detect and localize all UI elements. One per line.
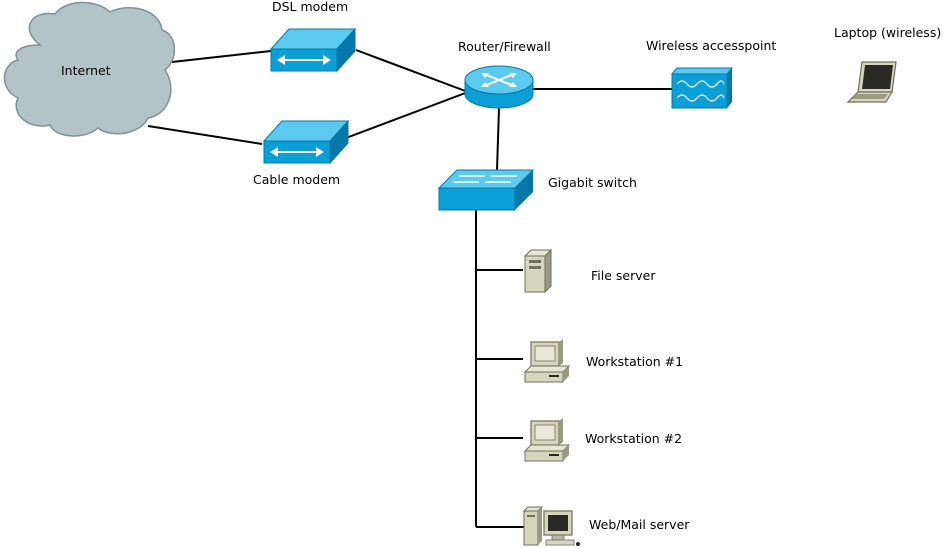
router-icon <box>464 65 534 109</box>
link-router-switch <box>496 107 500 171</box>
cable-modem-label: Cable modem <box>253 172 341 187</box>
switch-icon <box>437 169 535 211</box>
workstation-1-label: Workstation #1 <box>586 354 684 369</box>
link-internet-dsl <box>171 50 272 63</box>
access-point-icon <box>670 67 734 109</box>
server-icon <box>523 248 553 294</box>
modem-icon <box>262 119 350 165</box>
internet-label: Internet <box>61 63 111 78</box>
link-internet-cable <box>147 125 263 145</box>
workstation-icon <box>523 339 571 383</box>
server-icon <box>522 506 580 546</box>
link-cable-router <box>345 91 469 139</box>
wireless-ap-label: Wireless accesspoint <box>646 38 777 53</box>
workstation-icon <box>523 418 571 462</box>
file-server-label: File server <box>591 268 656 283</box>
laptop-label: Laptop (wireless) <box>834 25 942 40</box>
connections <box>147 49 673 528</box>
laptop-icon <box>846 61 897 103</box>
modem-icon <box>269 27 357 73</box>
webmail-server-label: Web/Mail server <box>589 517 690 532</box>
dsl-modem-label: DSL modem <box>272 0 349 14</box>
router-label: Router/Firewall <box>458 39 551 54</box>
workstation-2-label: Workstation #2 <box>585 431 683 446</box>
link-dsl-router <box>355 49 469 93</box>
cloud-icon <box>3 1 176 137</box>
switch-label: Gigabit switch <box>548 175 637 190</box>
